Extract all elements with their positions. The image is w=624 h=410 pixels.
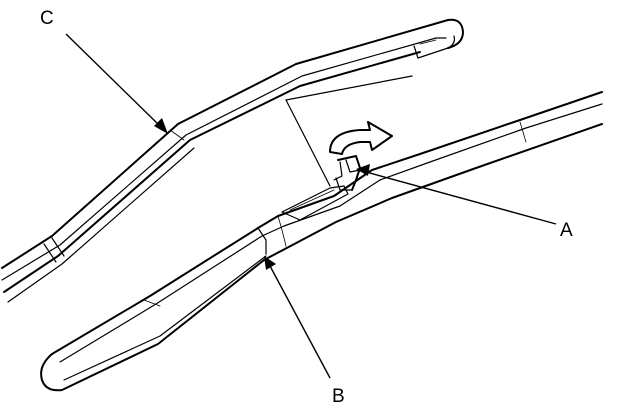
callout-a: A [560, 220, 573, 241]
rotation-arrow [329, 121, 393, 155]
callout-b: B [332, 386, 345, 407]
leader-lines [65, 33, 557, 379]
wiper-arm [1, 18, 464, 303]
callout-c: C [40, 8, 54, 29]
lock-tab [333, 155, 361, 191]
wiper-blade [40, 91, 603, 392]
